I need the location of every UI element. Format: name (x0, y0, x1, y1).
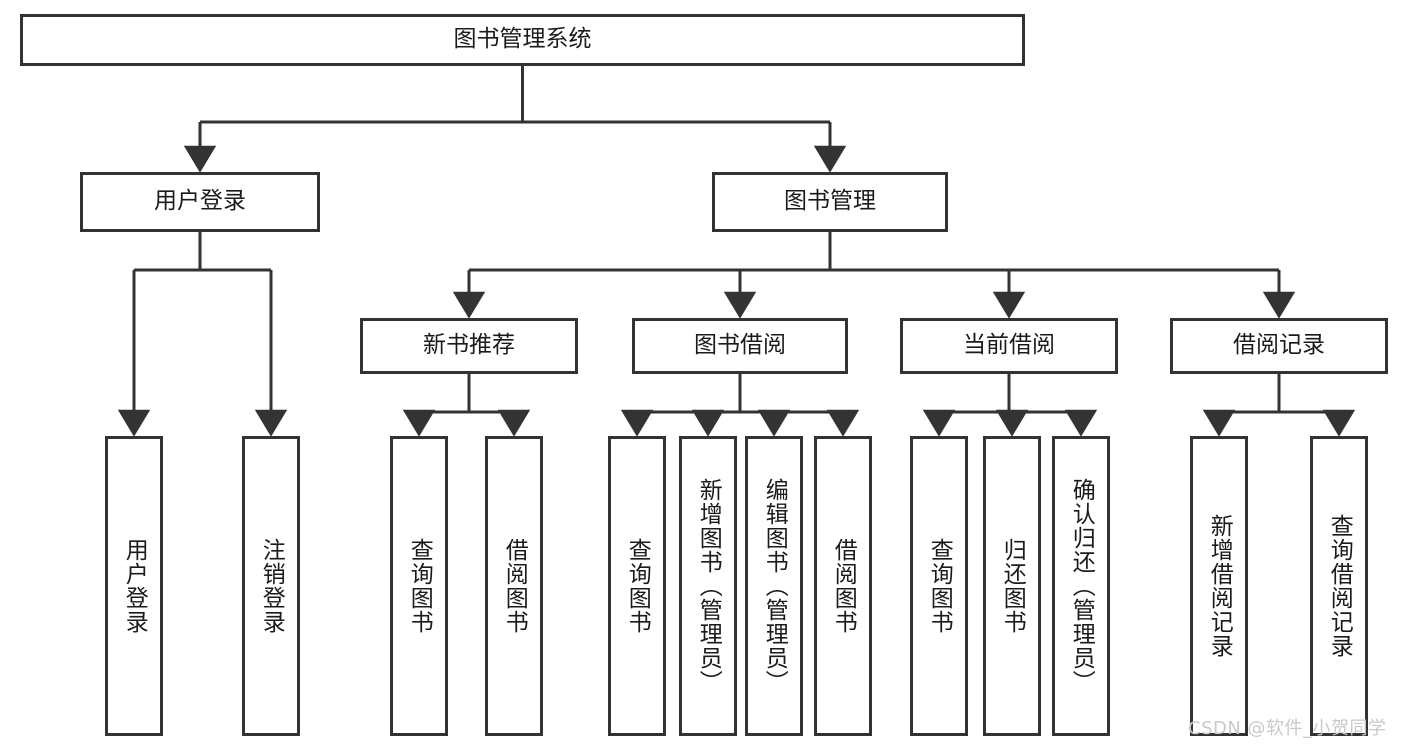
node-label: 图书管理系统 (453, 26, 592, 53)
node-book-borrow[interactable]: 图书借阅 (632, 318, 848, 374)
node-leaf-return-book[interactable]: 归还图书 (983, 436, 1041, 736)
node-leaf-query-book-3[interactable]: 查询图书 (910, 436, 968, 736)
node-leaf-query-book-1[interactable]: 查询图书 (390, 436, 448, 736)
connector-bus-new-book-rec (419, 374, 514, 414)
node-label: 新增借阅记录 (1206, 514, 1233, 658)
csdn-watermark: CSDN @软件_小贺同学 (1188, 718, 1387, 739)
node-leaf-add-record[interactable]: 新增借阅记录 (1190, 436, 1248, 736)
node-label: 用户登录 (154, 188, 246, 215)
node-label: 查询借阅记录 (1326, 514, 1353, 658)
node-leaf-confirm-return[interactable]: 确认归还（管理员） (1052, 436, 1110, 736)
node-book-manage[interactable]: 图书管理 (712, 172, 948, 232)
node-user-login[interactable]: 用户登录 (80, 172, 320, 232)
node-leaf-borrow-book-1[interactable]: 借阅图书 (485, 436, 543, 736)
node-label: 借阅图书 (501, 538, 528, 634)
node-label: 用户登录 (121, 538, 148, 634)
node-label: 借阅记录 (1233, 332, 1325, 359)
node-label: 归还图书 (999, 538, 1026, 634)
node-root[interactable]: 图书管理系统 (20, 14, 1025, 66)
connector-bus-root (200, 66, 830, 124)
node-label: 编辑图书（管理员） (761, 478, 788, 694)
node-leaf-add-book[interactable]: 新增图书（管理员） (679, 436, 737, 736)
node-label: 查询图书 (926, 538, 953, 634)
node-label: 查询图书 (406, 538, 433, 634)
connector-bus-book-borrow (637, 374, 843, 414)
node-leaf-borrow-book-2[interactable]: 借阅图书 (814, 436, 872, 736)
node-leaf-edit-book[interactable]: 编辑图书（管理员） (745, 436, 803, 736)
connector-bus-user-login (134, 232, 271, 272)
node-label: 新书推荐 (423, 332, 515, 359)
node-leaf-query-record[interactable]: 查询借阅记录 (1310, 436, 1368, 736)
node-label: 确认归还（管理员） (1068, 478, 1095, 694)
node-label: 查询图书 (624, 538, 651, 634)
node-borrow-record[interactable]: 借阅记录 (1170, 318, 1388, 374)
node-leaf-user-logout[interactable]: 注销登录 (242, 436, 300, 736)
node-leaf-query-book-2[interactable]: 查询图书 (608, 436, 666, 736)
node-label: 图书借阅 (694, 332, 786, 359)
node-label: 图书管理 (784, 188, 876, 215)
node-new-book-rec[interactable]: 新书推荐 (360, 318, 578, 374)
node-label: 借阅图书 (830, 538, 857, 634)
connector-bus-borrow-record (1219, 374, 1339, 414)
connector-bus-book-manage (469, 232, 1279, 272)
connector-bus-current-borrow (939, 374, 1081, 414)
node-label: 当前借阅 (963, 332, 1055, 359)
node-label: 注销登录 (258, 538, 285, 634)
node-label: 新增图书（管理员） (695, 478, 722, 694)
node-current-borrow[interactable]: 当前借阅 (900, 318, 1118, 374)
node-leaf-user-login[interactable]: 用户登录 (105, 436, 163, 736)
